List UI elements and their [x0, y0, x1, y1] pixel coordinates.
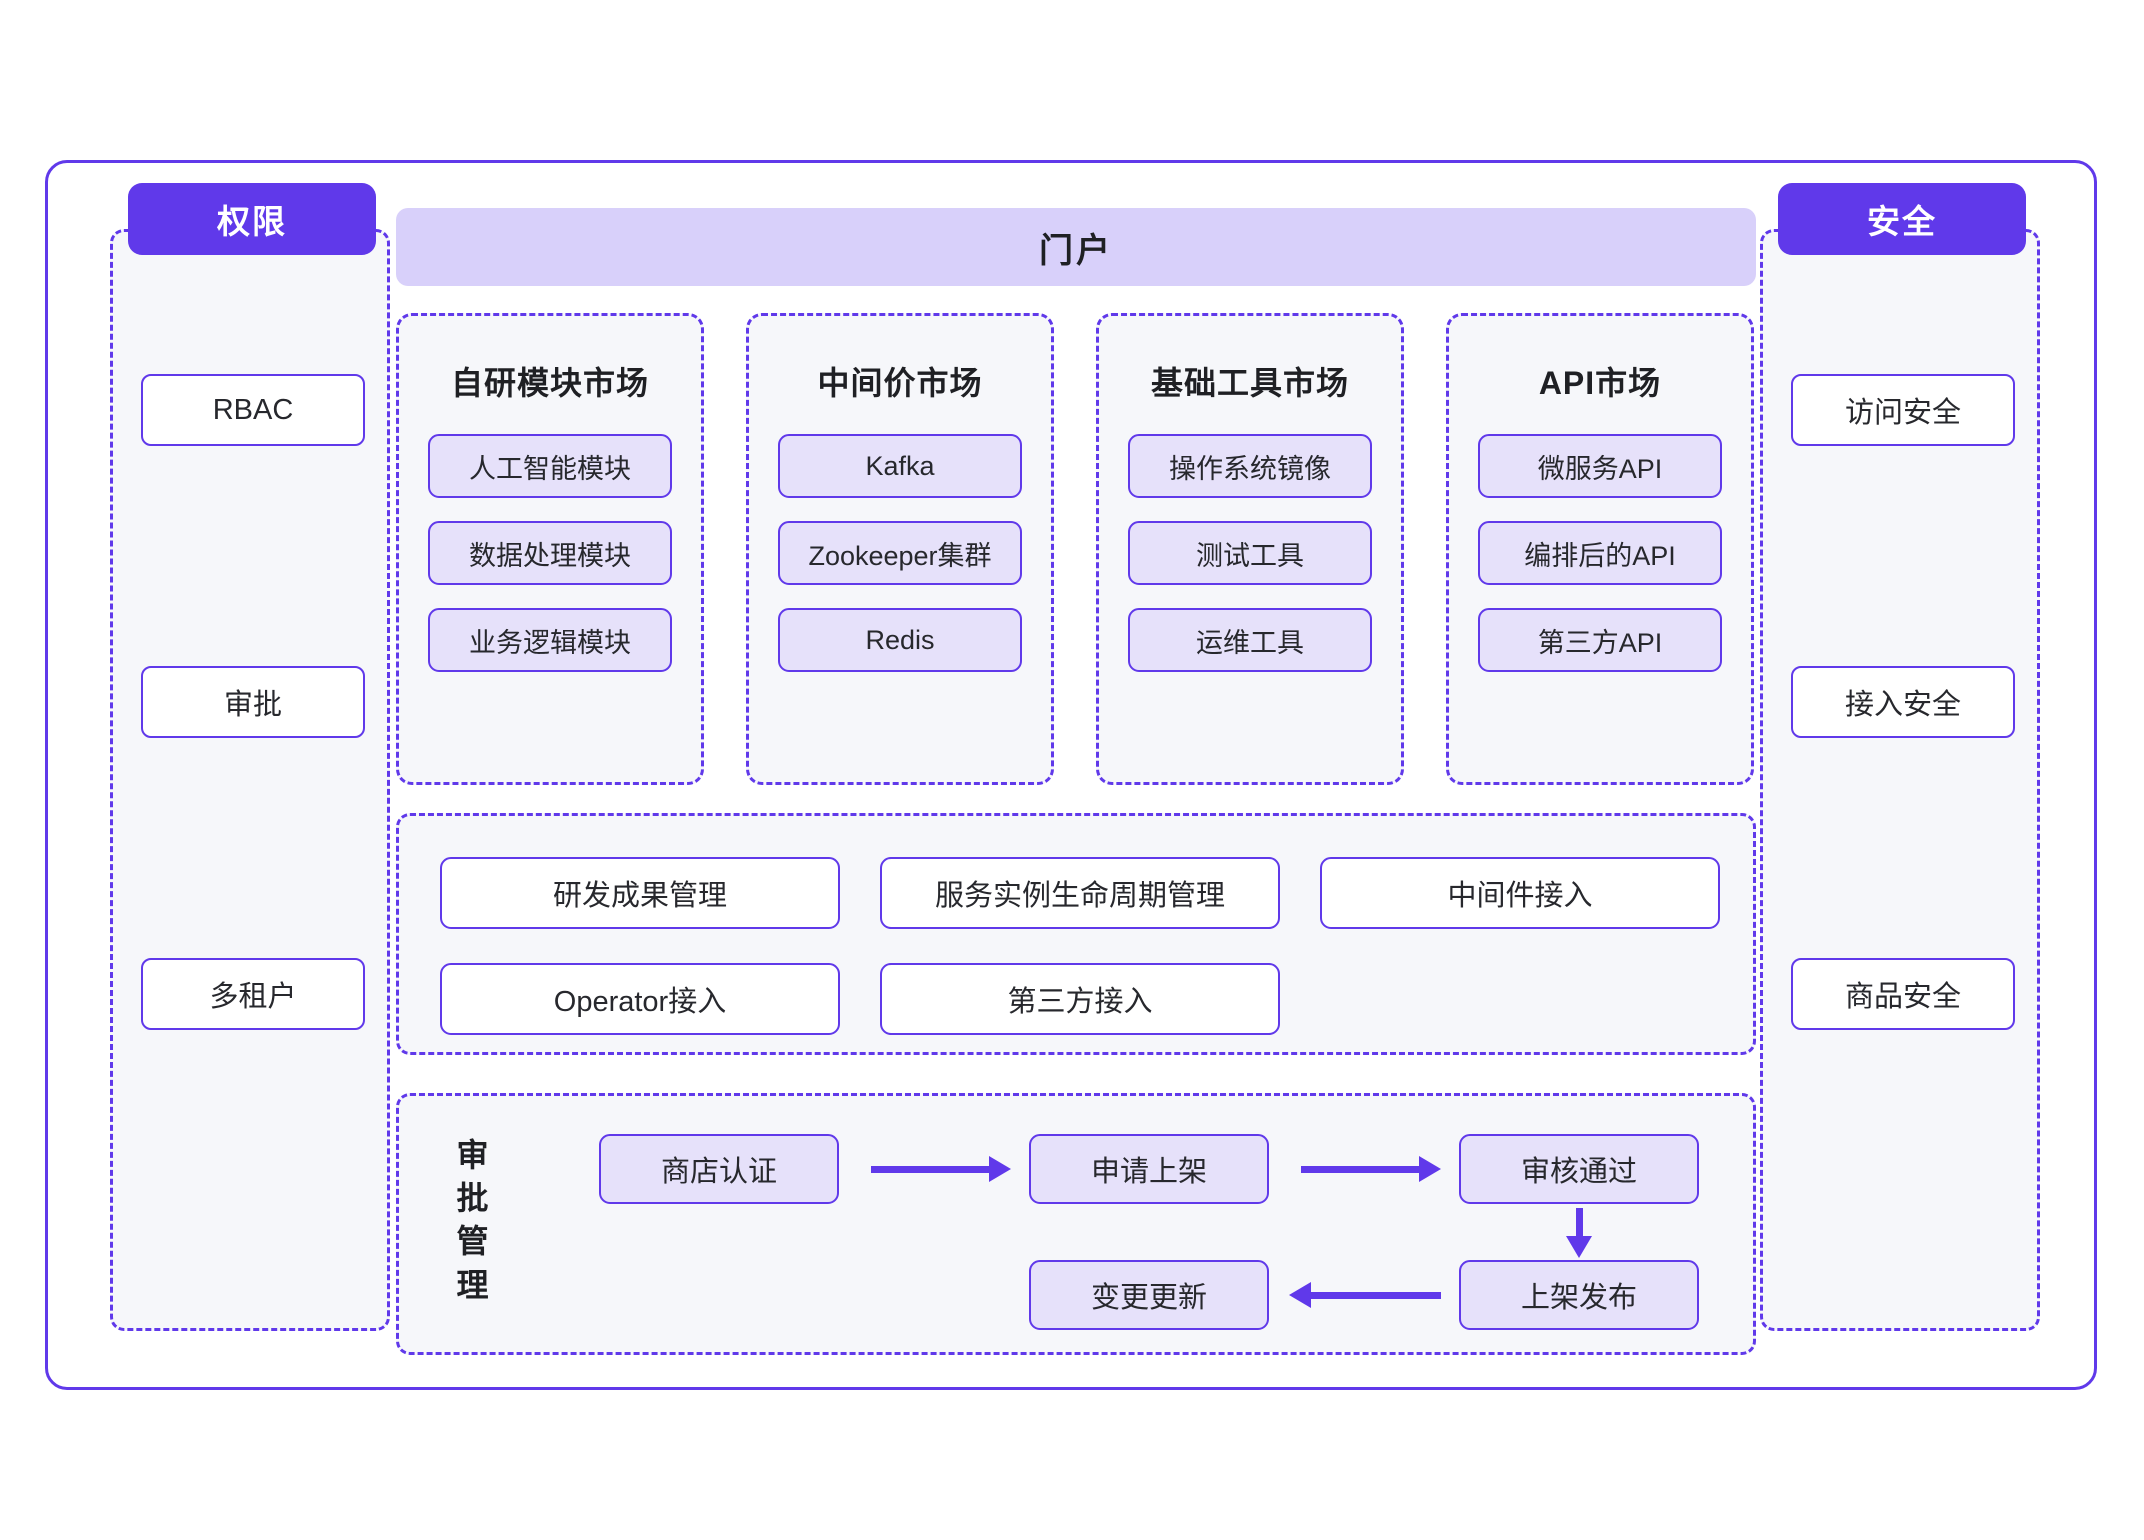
flow-node-published-label: 上架发布 — [1520, 1282, 1637, 1314]
market-item-ops-tool-label: 运维工具 — [1196, 627, 1304, 658]
market-item-kafka[interactable]: Kafka — [778, 434, 1022, 498]
capability-item-service-lifecycle-management[interactable]: 服务实例生命周期管理 — [880, 857, 1280, 929]
capability-item-operator-onboarding-label: Operator接入 — [553, 986, 727, 1018]
market-title-self-developed: 自研模块市场 — [450, 365, 649, 401]
flow-node-change-update[interactable]: 变更更新 — [1029, 1260, 1269, 1330]
permission-item-approval-label: 审批 — [223, 689, 282, 721]
arrow-head — [1419, 1156, 1441, 1182]
capability-row-2: Operator接入 第三方接入 — [440, 963, 1280, 1035]
capability-item-operator-onboarding[interactable]: Operator接入 — [440, 963, 840, 1035]
permission-column-header-label: 权限 — [217, 203, 287, 240]
security-item-product[interactable]: 商品安全 — [1791, 958, 2015, 1030]
security-item-access[interactable]: 访问安全 — [1791, 374, 2015, 446]
arrow-head — [989, 1156, 1011, 1182]
approval-workflow-vertical-label: 审批管理 — [456, 1137, 490, 1303]
arrow-head — [1566, 1236, 1592, 1258]
market-title-api: API市场 — [1538, 365, 1662, 401]
permission-item-multitenant-label: 多租户 — [209, 981, 297, 1013]
market-item-third-party-api[interactable]: 第三方API — [1478, 608, 1722, 672]
arrow-right-icon-cert-to-apply — [871, 1156, 1011, 1182]
capability-section: 研发成果管理 服务实例生命周期管理 中间件接入 Operator接入 第三方接入 — [396, 813, 1756, 1055]
market-items-middleware: Kafka Zookeeper集群 Redis — [778, 434, 1022, 672]
capability-item-rnd-asset-management[interactable]: 研发成果管理 — [440, 857, 840, 929]
permission-column-header: 权限 — [128, 183, 376, 255]
arrow-head — [1289, 1282, 1311, 1308]
market-item-redis-label: Redis — [865, 624, 935, 655]
market-item-zookeeper[interactable]: Zookeeper集群 — [778, 521, 1022, 585]
market-item-ai-module-label: 人工智能模块 — [469, 453, 631, 484]
arrow-shaft — [1311, 1291, 1441, 1299]
permission-item-rbac[interactable]: RBAC — [141, 374, 365, 446]
flow-node-store-certification[interactable]: 商店认证 — [599, 1134, 839, 1204]
flow-node-change-update-label: 变更更新 — [1090, 1282, 1207, 1314]
capability-item-third-party-onboarding[interactable]: 第三方接入 — [880, 963, 1280, 1035]
arrow-shaft — [1301, 1165, 1419, 1173]
capability-item-rnd-asset-management-label: 研发成果管理 — [552, 880, 727, 912]
market-item-ops-tool[interactable]: 运维工具 — [1128, 608, 1372, 672]
market-title-middleware: 中间价市场 — [817, 365, 983, 401]
market-item-os-image-label: 操作系统镜像 — [1169, 453, 1331, 484]
flow-node-review-approved-label: 审核通过 — [1520, 1156, 1637, 1188]
market-item-data-processing-module-label: 数据处理模块 — [469, 540, 631, 571]
capability-item-middleware-onboarding[interactable]: 中间件接入 — [1320, 857, 1720, 929]
arrow-shaft — [871, 1165, 989, 1173]
approval-workflow-section: 审批管理 商店认证 申请上架 审核通过 上架发布 变更更新 — [396, 1093, 1756, 1355]
market-item-orchestrated-api[interactable]: 编排后的API — [1478, 521, 1722, 585]
market-item-microservice-api[interactable]: 微服务API — [1478, 434, 1722, 498]
permission-item-approval[interactable]: 审批 — [141, 666, 365, 738]
market-items-base-tools: 操作系统镜像 测试工具 运维工具 — [1128, 434, 1372, 672]
market-item-data-processing-module[interactable]: 数据处理模块 — [428, 521, 672, 585]
flow-node-apply-listing[interactable]: 申请上架 — [1029, 1134, 1269, 1204]
flow-node-store-certification-label: 商店认证 — [660, 1156, 777, 1188]
flow-node-review-approved[interactable]: 审核通过 — [1459, 1134, 1699, 1204]
architecture-diagram-frame: RBAC 审批 多租户 权限 访问安全 接入安全 商品安全 安全 门户 自研模块… — [45, 160, 2097, 1390]
security-item-connection[interactable]: 接入安全 — [1791, 666, 2015, 738]
market-item-os-image[interactable]: 操作系统镜像 — [1128, 434, 1372, 498]
security-item-product-label: 商品安全 — [1844, 981, 1961, 1013]
market-item-test-tool[interactable]: 测试工具 — [1128, 521, 1372, 585]
portal-bar-label: 门户 — [1039, 231, 1113, 270]
market-item-microservice-api-label: 微服务API — [1537, 453, 1663, 484]
capability-item-third-party-onboarding-label: 第三方接入 — [1007, 986, 1153, 1018]
security-column-header-label: 安全 — [1867, 203, 1937, 240]
market-item-business-logic-module-label: 业务逻辑模块 — [469, 627, 631, 658]
market-card-middleware: 中间价市场 Kafka Zookeeper集群 Redis — [746, 313, 1054, 785]
market-item-business-logic-module[interactable]: 业务逻辑模块 — [428, 608, 672, 672]
arrow-down-icon-approved-to-published — [1566, 1208, 1592, 1258]
market-item-zookeeper-label: Zookeeper集群 — [808, 540, 992, 571]
arrow-shaft — [1575, 1208, 1583, 1236]
capability-row-1: 研发成果管理 服务实例生命周期管理 中间件接入 — [440, 857, 1720, 929]
market-items-api: 微服务API 编排后的API 第三方API — [1478, 434, 1722, 672]
security-column: 访问安全 接入安全 商品安全 — [1760, 229, 2040, 1331]
permission-item-rbac-label: RBAC — [212, 393, 294, 426]
capability-item-middleware-onboarding-label: 中间件接入 — [1447, 880, 1593, 912]
market-item-orchestrated-api-label: 编排后的API — [1524, 540, 1676, 571]
flow-node-published[interactable]: 上架发布 — [1459, 1260, 1699, 1330]
market-item-kafka-label: Kafka — [865, 450, 935, 481]
capability-item-service-lifecycle-management-label: 服务实例生命周期管理 — [934, 880, 1225, 912]
market-card-self-developed: 自研模块市场 人工智能模块 数据处理模块 业务逻辑模块 — [396, 313, 704, 785]
market-items-self-developed: 人工智能模块 数据处理模块 业务逻辑模块 — [428, 434, 672, 672]
permission-column: RBAC 审批 多租户 — [110, 229, 390, 1331]
arrow-right-icon-apply-to-approved — [1301, 1156, 1441, 1182]
market-item-ai-module[interactable]: 人工智能模块 — [428, 434, 672, 498]
security-item-access-label: 访问安全 — [1844, 397, 1961, 429]
market-item-test-tool-label: 测试工具 — [1196, 540, 1304, 571]
security-item-connection-label: 接入安全 — [1844, 689, 1961, 721]
portal-bar: 门户 — [396, 208, 1756, 286]
market-title-base-tools: 基础工具市场 — [1150, 365, 1349, 401]
security-column-header: 安全 — [1778, 183, 2026, 255]
arrow-left-icon-published-to-update — [1289, 1282, 1441, 1308]
market-card-api: API市场 微服务API 编排后的API 第三方API — [1446, 313, 1754, 785]
market-item-third-party-api-label: 第三方API — [1537, 627, 1663, 658]
market-card-base-tools: 基础工具市场 操作系统镜像 测试工具 运维工具 — [1096, 313, 1404, 785]
permission-item-multitenant[interactable]: 多租户 — [141, 958, 365, 1030]
flow-node-apply-listing-label: 申请上架 — [1090, 1156, 1207, 1188]
market-item-redis[interactable]: Redis — [778, 608, 1022, 672]
